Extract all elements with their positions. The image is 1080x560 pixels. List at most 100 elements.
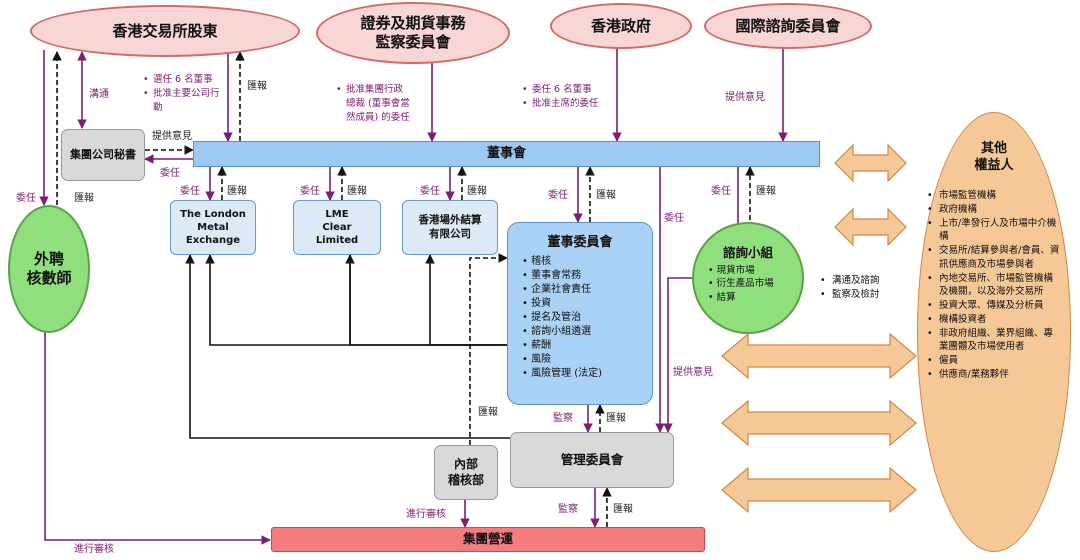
other-stakeholders-title-line2: 權益人	[974, 157, 1014, 173]
stakeholder-item-2: 政府機構	[927, 203, 1061, 217]
report-label-auditor: 匯報	[74, 193, 94, 204]
stakeholder-item-5: 內地交易所、市場監管機構及機關，以及海外交易所	[927, 272, 1061, 300]
communicate-label: 溝通	[89, 89, 109, 100]
otc-clear-box: 香港場外結算 有限公司	[402, 200, 498, 255]
government-duties: 委任 6 名董事 批准主席的委任	[522, 83, 622, 111]
external-auditor-node: 外聘 核數師	[8, 205, 90, 333]
company-secretary-box: 集團公司秘書	[61, 129, 145, 181]
committee-item-5: 提名及管治	[522, 311, 602, 325]
board-committees-title: 董事委員會	[547, 235, 613, 250]
sfc-duty-line1: 批准集團行政	[346, 84, 404, 95]
advisory-list: 現貨市場 衍生產品市場 結算	[708, 264, 774, 304]
advise-label-secretary: 提供意見	[152, 131, 192, 142]
government-duty-1: 委任 6 名董事	[522, 83, 622, 97]
report-label-advisory: 匯報	[756, 186, 776, 197]
stakeholder-item-7: 機構投資者	[927, 313, 1061, 327]
appoint-label-auditor: 委任	[16, 193, 36, 204]
report-label-mgmt: 匯報	[606, 413, 626, 424]
report-label-internal-audit: 匯報	[478, 407, 498, 418]
company-secretary-label: 集團公司秘書	[70, 147, 136, 161]
report-label-otc: 匯報	[467, 186, 487, 197]
report-label-shareholders: 匯報	[247, 81, 267, 92]
report-label-lme: 匯報	[227, 186, 247, 197]
monitor-label-mgmt: 監察	[553, 413, 573, 424]
sfc-label-line2: 監察委員會	[375, 33, 451, 51]
stakeholder-item-10: 供應商/業務夥伴	[927, 368, 1061, 382]
internal-audit-line2: 稽核部	[447, 472, 484, 487]
sfc-duty-line3: 然成員) 的委任	[346, 111, 410, 123]
management-committee-box: 管理委員會	[510, 432, 674, 488]
external-auditor-line2: 核數師	[26, 269, 72, 287]
internal-audit-box: 內部 稽核部	[434, 445, 498, 500]
committee-item-7: 薪酬	[522, 339, 602, 353]
committee-list: 稽核 董事會常務 企業社會責任 投資 提名及管治 諮詢小組遴選 薪酬 風險 風險…	[522, 255, 602, 381]
sfc-duty-line2: 總裁 (董事會當	[346, 97, 410, 109]
committee-item-9: 風險管理 (法定)	[522, 367, 602, 381]
other-stakeholders-list: 市場監管機構 政府機構 上市/準發行人及市場中介機構 交易所/結算參與者/會員、…	[927, 189, 1061, 382]
lme-clear-label-line3: Limited	[315, 235, 359, 246]
advisory-item-3: 結算	[708, 291, 774, 304]
group-operations-bar: 集團營運	[271, 527, 705, 552]
iac-label: 國際諮詢委員會	[735, 16, 841, 35]
board-bar: 董事會	[193, 141, 820, 167]
stakeholder-item-3: 上市/準發行人及市場中介機構	[927, 217, 1061, 245]
shareholder-duty-1: 選任 6 名董事	[143, 73, 228, 87]
advisory-panel-node: 諮詢小組 現貨市場 衍生產品市場 結算	[692, 222, 804, 334]
advisory-side-note-2: 監察及檢討	[820, 288, 880, 302]
lme-clear-label-line2: Clear	[322, 222, 352, 233]
report-label-operations: 匯報	[613, 504, 633, 515]
advisory-item-2: 衍生產品市場	[708, 277, 774, 290]
shareholder-duties: 選任 6 名董事 批准主要公司行動	[143, 73, 228, 114]
appoint-label-committees: 委任	[548, 190, 568, 201]
other-stakeholders-title-line1: 其他	[980, 141, 1007, 156]
group-operations-label: 集團營運	[462, 531, 513, 547]
appoint-label-lme: 委任	[180, 186, 200, 197]
audit-label-external: 進行審核	[74, 544, 114, 555]
otc-clear-label-line1: 香港場外結算	[418, 213, 482, 226]
report-label-committees: 匯報	[596, 190, 616, 201]
stakeholder-item-1: 市場監管機構	[927, 189, 1061, 203]
shareholder-duty-2: 批准主要公司行動	[143, 87, 228, 115]
stakeholder-item-6: 投資大眾、傳媒及分析員	[927, 299, 1061, 313]
government-node: 香港政府	[550, 3, 692, 49]
sfc-label-line1: 證券及期貨事務	[360, 14, 466, 33]
iac-advice-label: 提供意見	[725, 92, 765, 103]
appoint-label-secretary: 委任	[160, 168, 180, 179]
lme-label-line2: Metal Exchange	[185, 222, 241, 246]
advisory-item-1: 現貨市場	[708, 264, 774, 277]
appoint-label-lmec: 委任	[300, 186, 320, 197]
internal-audit-line1: 內部	[453, 456, 478, 471]
committee-item-8: 風險	[522, 353, 602, 367]
audit-label-internal: 進行審核	[406, 509, 446, 520]
appoint-label-advisory: 委任	[711, 186, 731, 197]
monitor-label-operations: 監察	[558, 504, 578, 515]
government-duty-2: 批准主席的委任	[522, 97, 622, 111]
management-committee-label: 管理委員會	[560, 451, 624, 467]
stakeholder-item-8: 非政府組織、業界組織、專業團體及市場使用者	[927, 327, 1061, 355]
board-committees-box: 董事委員會 稽核 董事會常務 企業社會責任 投資 提名及管治 諮詢小組遴選 薪酬…	[507, 222, 653, 405]
sfc-node: 證券及期貨事務 監察委員會	[316, 2, 510, 64]
committee-item-4: 投資	[522, 297, 602, 311]
committee-item-2: 董事會常務	[522, 269, 602, 283]
committee-item-6: 諮詢小組遴選	[522, 325, 602, 339]
committee-item-1: 稽核	[522, 255, 602, 269]
otc-clear-label-line2: 有限公司	[429, 227, 471, 240]
stakeholder-item-9: 僱員	[927, 354, 1061, 368]
board-label: 董事會	[486, 145, 526, 161]
other-stakeholders-title: 其他 權益人	[918, 141, 1070, 175]
lme-clear-box: LME Clear Limited	[293, 200, 381, 255]
appoint-label-mgmt: 委任	[664, 213, 684, 224]
advise-label-advisory: 提供意見	[673, 367, 713, 378]
iac-node: 國際諮詢委員會	[704, 3, 872, 49]
advisory-side-note-1: 溝通及諮詢	[820, 274, 880, 288]
external-auditor-line1: 外聘	[33, 249, 64, 268]
shareholders-node: 香港交易所股東	[30, 5, 300, 57]
other-stakeholders-node: 其他 權益人 市場監管機構 政府機構 上市/準發行人及市場中介機構 交易所/結算…	[917, 112, 1071, 552]
lme-clear-label-line1: LME	[325, 209, 349, 220]
shareholders-label: 香港交易所股東	[112, 21, 218, 40]
stakeholder-item-4: 交易所/結算參與者/會員、資訊供應商及市場參與者	[927, 244, 1061, 272]
advisory-panel-title: 諮詢小組	[722, 245, 773, 260]
advisory-side-notes: 溝通及諮詢 監察及檢討	[820, 274, 880, 302]
committee-item-3: 企業社會責任	[522, 283, 602, 297]
